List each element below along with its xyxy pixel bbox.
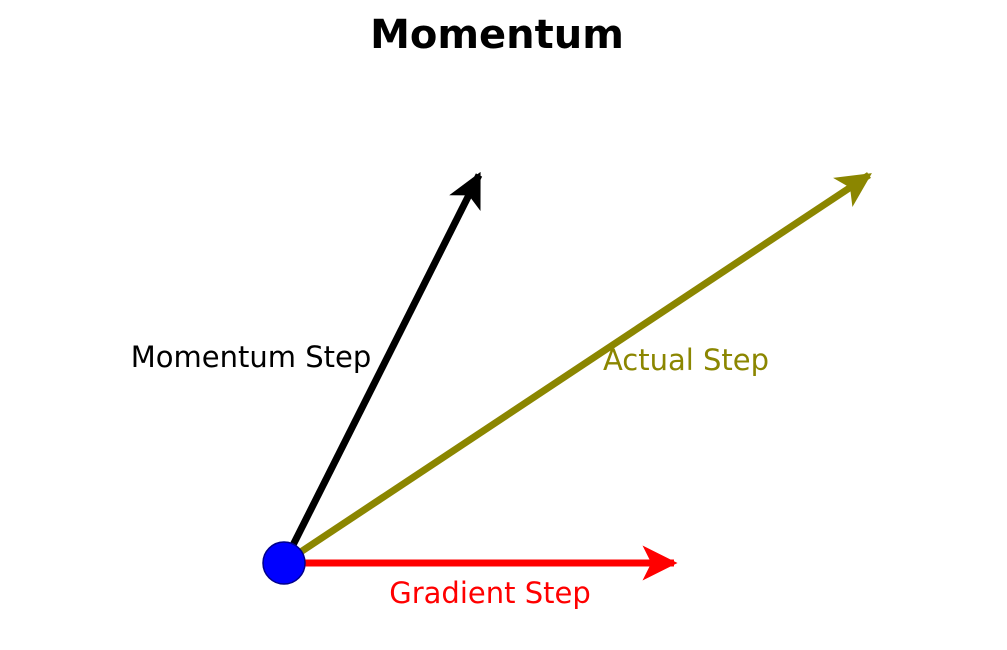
momentum-step-arrow (280, 171, 483, 565)
diagram-title: Momentum (370, 12, 624, 58)
momentum-step-label: Momentum Step (131, 340, 371, 374)
actual-step-label: Actual Step (603, 343, 769, 377)
actual-step-arrow (282, 172, 872, 566)
origin-point (262, 541, 306, 585)
gradient-step-label: Gradient Step (389, 576, 590, 610)
